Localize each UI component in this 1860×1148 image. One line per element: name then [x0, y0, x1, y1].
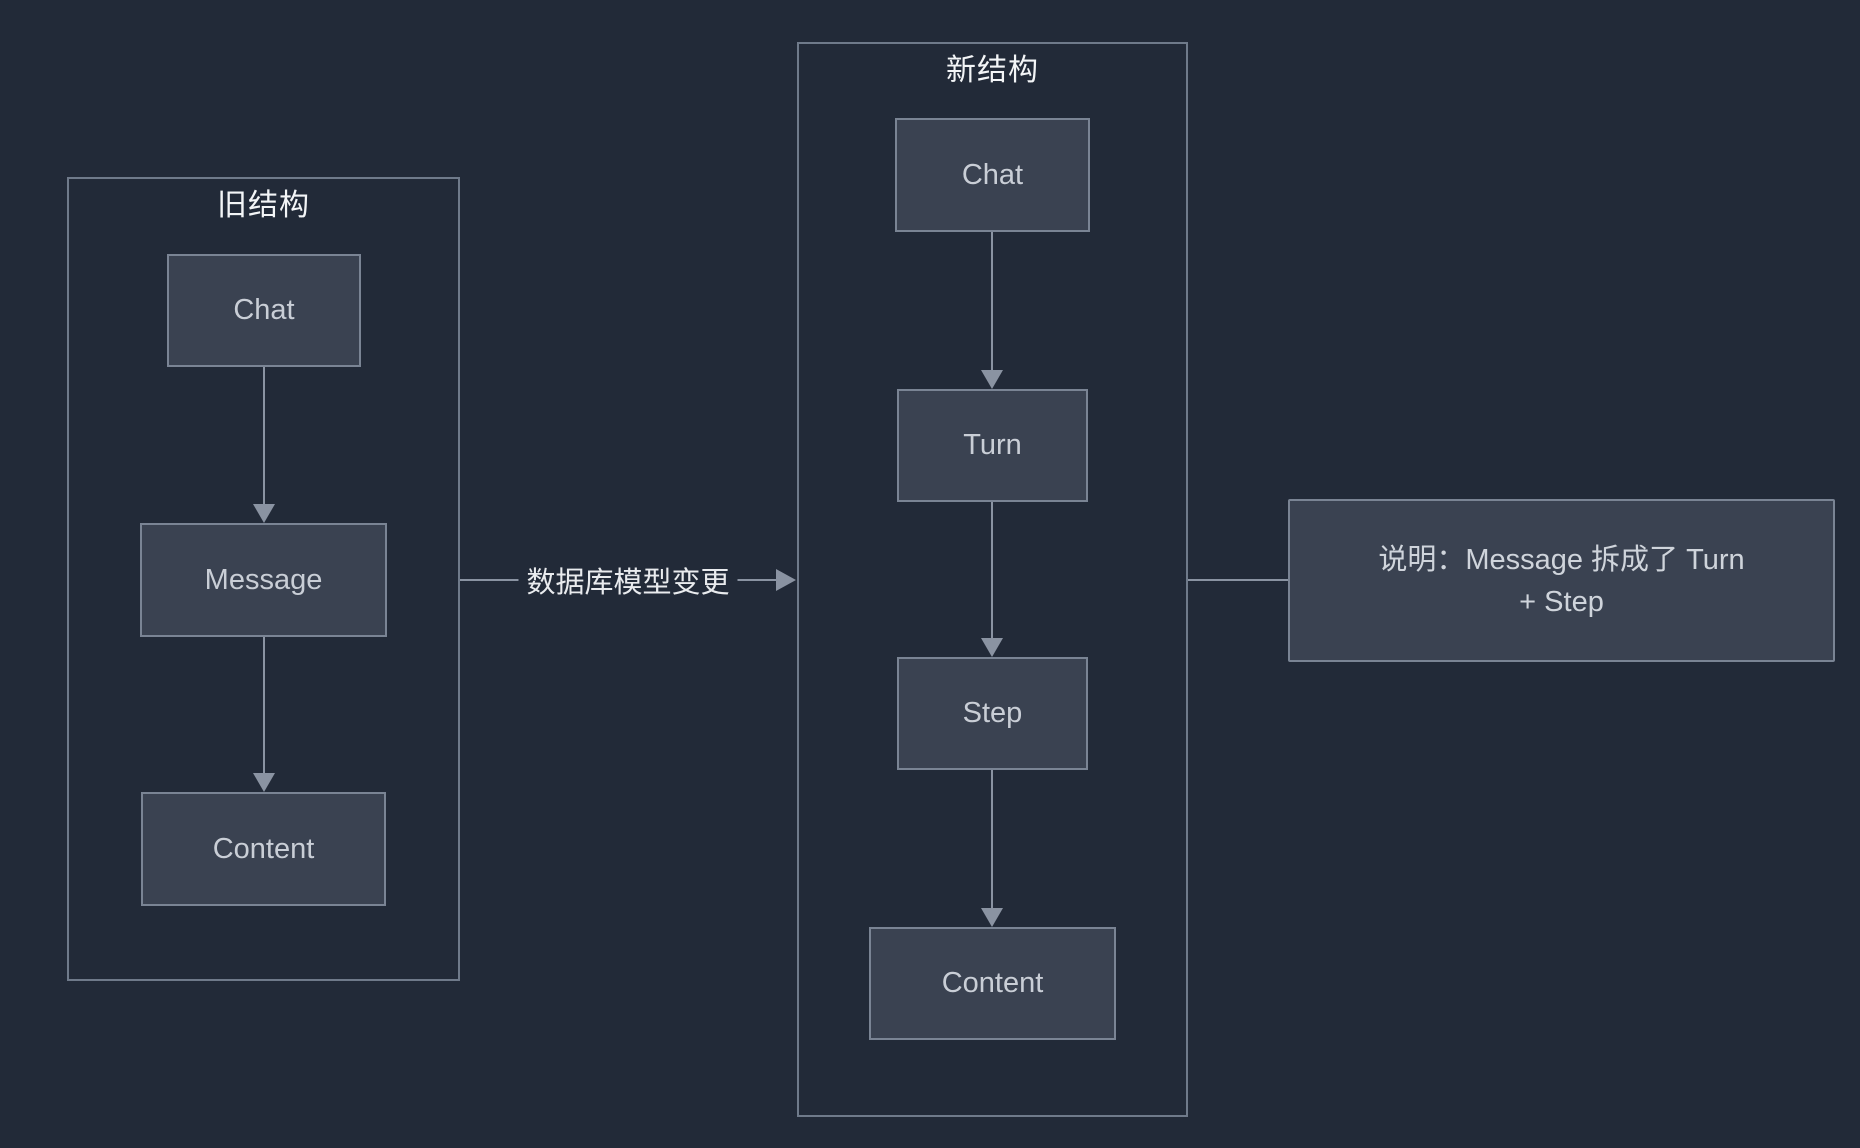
node-old-content: Content [141, 792, 386, 906]
note-line-2: + Step [1519, 585, 1604, 618]
node-new-content: Content [869, 927, 1116, 1040]
node-old-chat-label: Chat [233, 294, 295, 326]
note-line-1: 说明：Message 拆成了 Turn [1378, 543, 1745, 576]
node-old-content-label: Content [212, 832, 315, 865]
node-new-turn: Turn [897, 389, 1088, 502]
edge-label-model-change: 数据库模型变更 [518, 555, 738, 605]
note-box: 说明：Message 拆成了 Turn + Step [1288, 499, 1835, 662]
node-old-message-label: Message [204, 563, 323, 596]
old-structure-group: 旧结构 [67, 177, 460, 981]
node-new-turn-label: Turn [963, 429, 1022, 461]
arrowhead-old-to-new [776, 569, 796, 591]
new-structure-title: 新结构 [946, 54, 1039, 87]
node-new-chat-label: Chat [961, 158, 1024, 191]
node-new-step: Step [897, 657, 1088, 770]
old-structure-title: 旧结构 [217, 189, 310, 222]
node-new-chat: Chat [895, 118, 1090, 232]
node-new-step-label: Step [962, 697, 1023, 729]
node-new-content-label: Content [941, 967, 1044, 999]
node-old-message: Message [140, 523, 387, 637]
new-structure-group: 新结构 [797, 42, 1188, 1117]
node-old-chat: Chat [167, 254, 361, 367]
